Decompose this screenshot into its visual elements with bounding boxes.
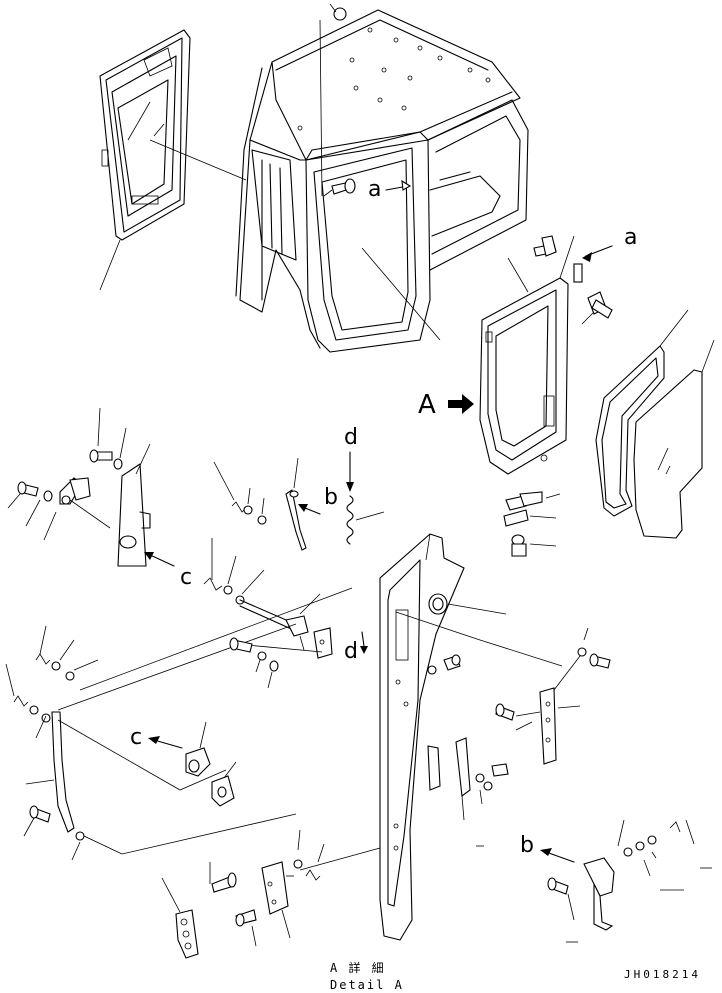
- caption-japanese: A 詳 細: [330, 960, 386, 975]
- bolt-right-upper: [553, 627, 611, 691]
- clip-washer-set-middle: [203, 538, 265, 605]
- cab-frame: [235, 9, 529, 353]
- door-pillar: [379, 533, 507, 941]
- caption-english: Detail A: [330, 978, 404, 992]
- callout-d-upper: d: [344, 425, 358, 492]
- callout-c-lower: c: [130, 725, 183, 750]
- bolt-lower-left: [23, 805, 297, 861]
- door-seal: [595, 309, 689, 517]
- drawing-code: JH018214: [624, 968, 701, 981]
- long-lever: [25, 711, 75, 833]
- roof-bolts: [297, 27, 491, 131]
- right-door-panel: [479, 235, 575, 475]
- hinge-bolt-lower: [587, 291, 613, 319]
- callout-A-label: A: [418, 390, 436, 420]
- callout-d-lower: d: [344, 631, 368, 664]
- bolt-bottom-upper: [209, 862, 237, 893]
- right-hinge: [495, 687, 581, 765]
- left-door-panel: [99, 29, 191, 241]
- clip-washer-set-bottom: [293, 829, 325, 881]
- top-bolt: [329, 3, 347, 21]
- callout-c-upper: c: [144, 552, 192, 590]
- callout-a-top: a: [368, 177, 412, 202]
- door-glass: [633, 339, 715, 539]
- latch-plates: [503, 491, 561, 557]
- clip-washer-set-far-left: [5, 663, 51, 723]
- bolt-bottom-lower: [235, 909, 257, 947]
- filled-arrow-icon: [448, 394, 474, 414]
- callout-a-right: a: [582, 225, 637, 262]
- bracket-lower: [427, 737, 509, 847]
- clip-washer-set-left: [35, 625, 99, 681]
- clip-washer-set-upper: [213, 461, 267, 525]
- connecting-rod: [239, 593, 321, 637]
- callout-b-lower-label: b: [520, 833, 534, 858]
- door-bolt: [323, 178, 356, 197]
- callout-c-lower-label: c: [130, 725, 142, 750]
- bolt-washer-set-1: [89, 407, 127, 470]
- door-handle-assembly: [583, 819, 712, 931]
- callout-a-right-label: a: [624, 225, 637, 250]
- callout-d-lower-label: d: [344, 639, 358, 664]
- bolt-mid-left: [229, 637, 279, 689]
- lock-lever: [285, 457, 307, 551]
- callout-a-label: a: [368, 177, 381, 202]
- callout-b-lower: b: [520, 833, 575, 863]
- bottom-hinge-left: [161, 877, 199, 959]
- callout-d-upper-label: d: [344, 425, 358, 450]
- hinge-bolt-upper: [533, 235, 583, 283]
- latch-assembly: [185, 721, 237, 807]
- callout-c-upper-label: c: [180, 565, 192, 590]
- bolt-pillar-upper: [427, 654, 461, 675]
- lock-cover-plate: [117, 443, 151, 567]
- callout-A-detail: A: [418, 390, 474, 420]
- bolt-handle: [547, 877, 578, 943]
- bottom-hinge-right: [261, 861, 294, 939]
- callout-b-upper: b: [298, 485, 338, 515]
- callout-b-upper-label: b: [324, 485, 338, 510]
- spring: [346, 495, 385, 545]
- bolt-washer-set-2: [7, 477, 111, 541]
- bracket-small: [313, 627, 333, 659]
